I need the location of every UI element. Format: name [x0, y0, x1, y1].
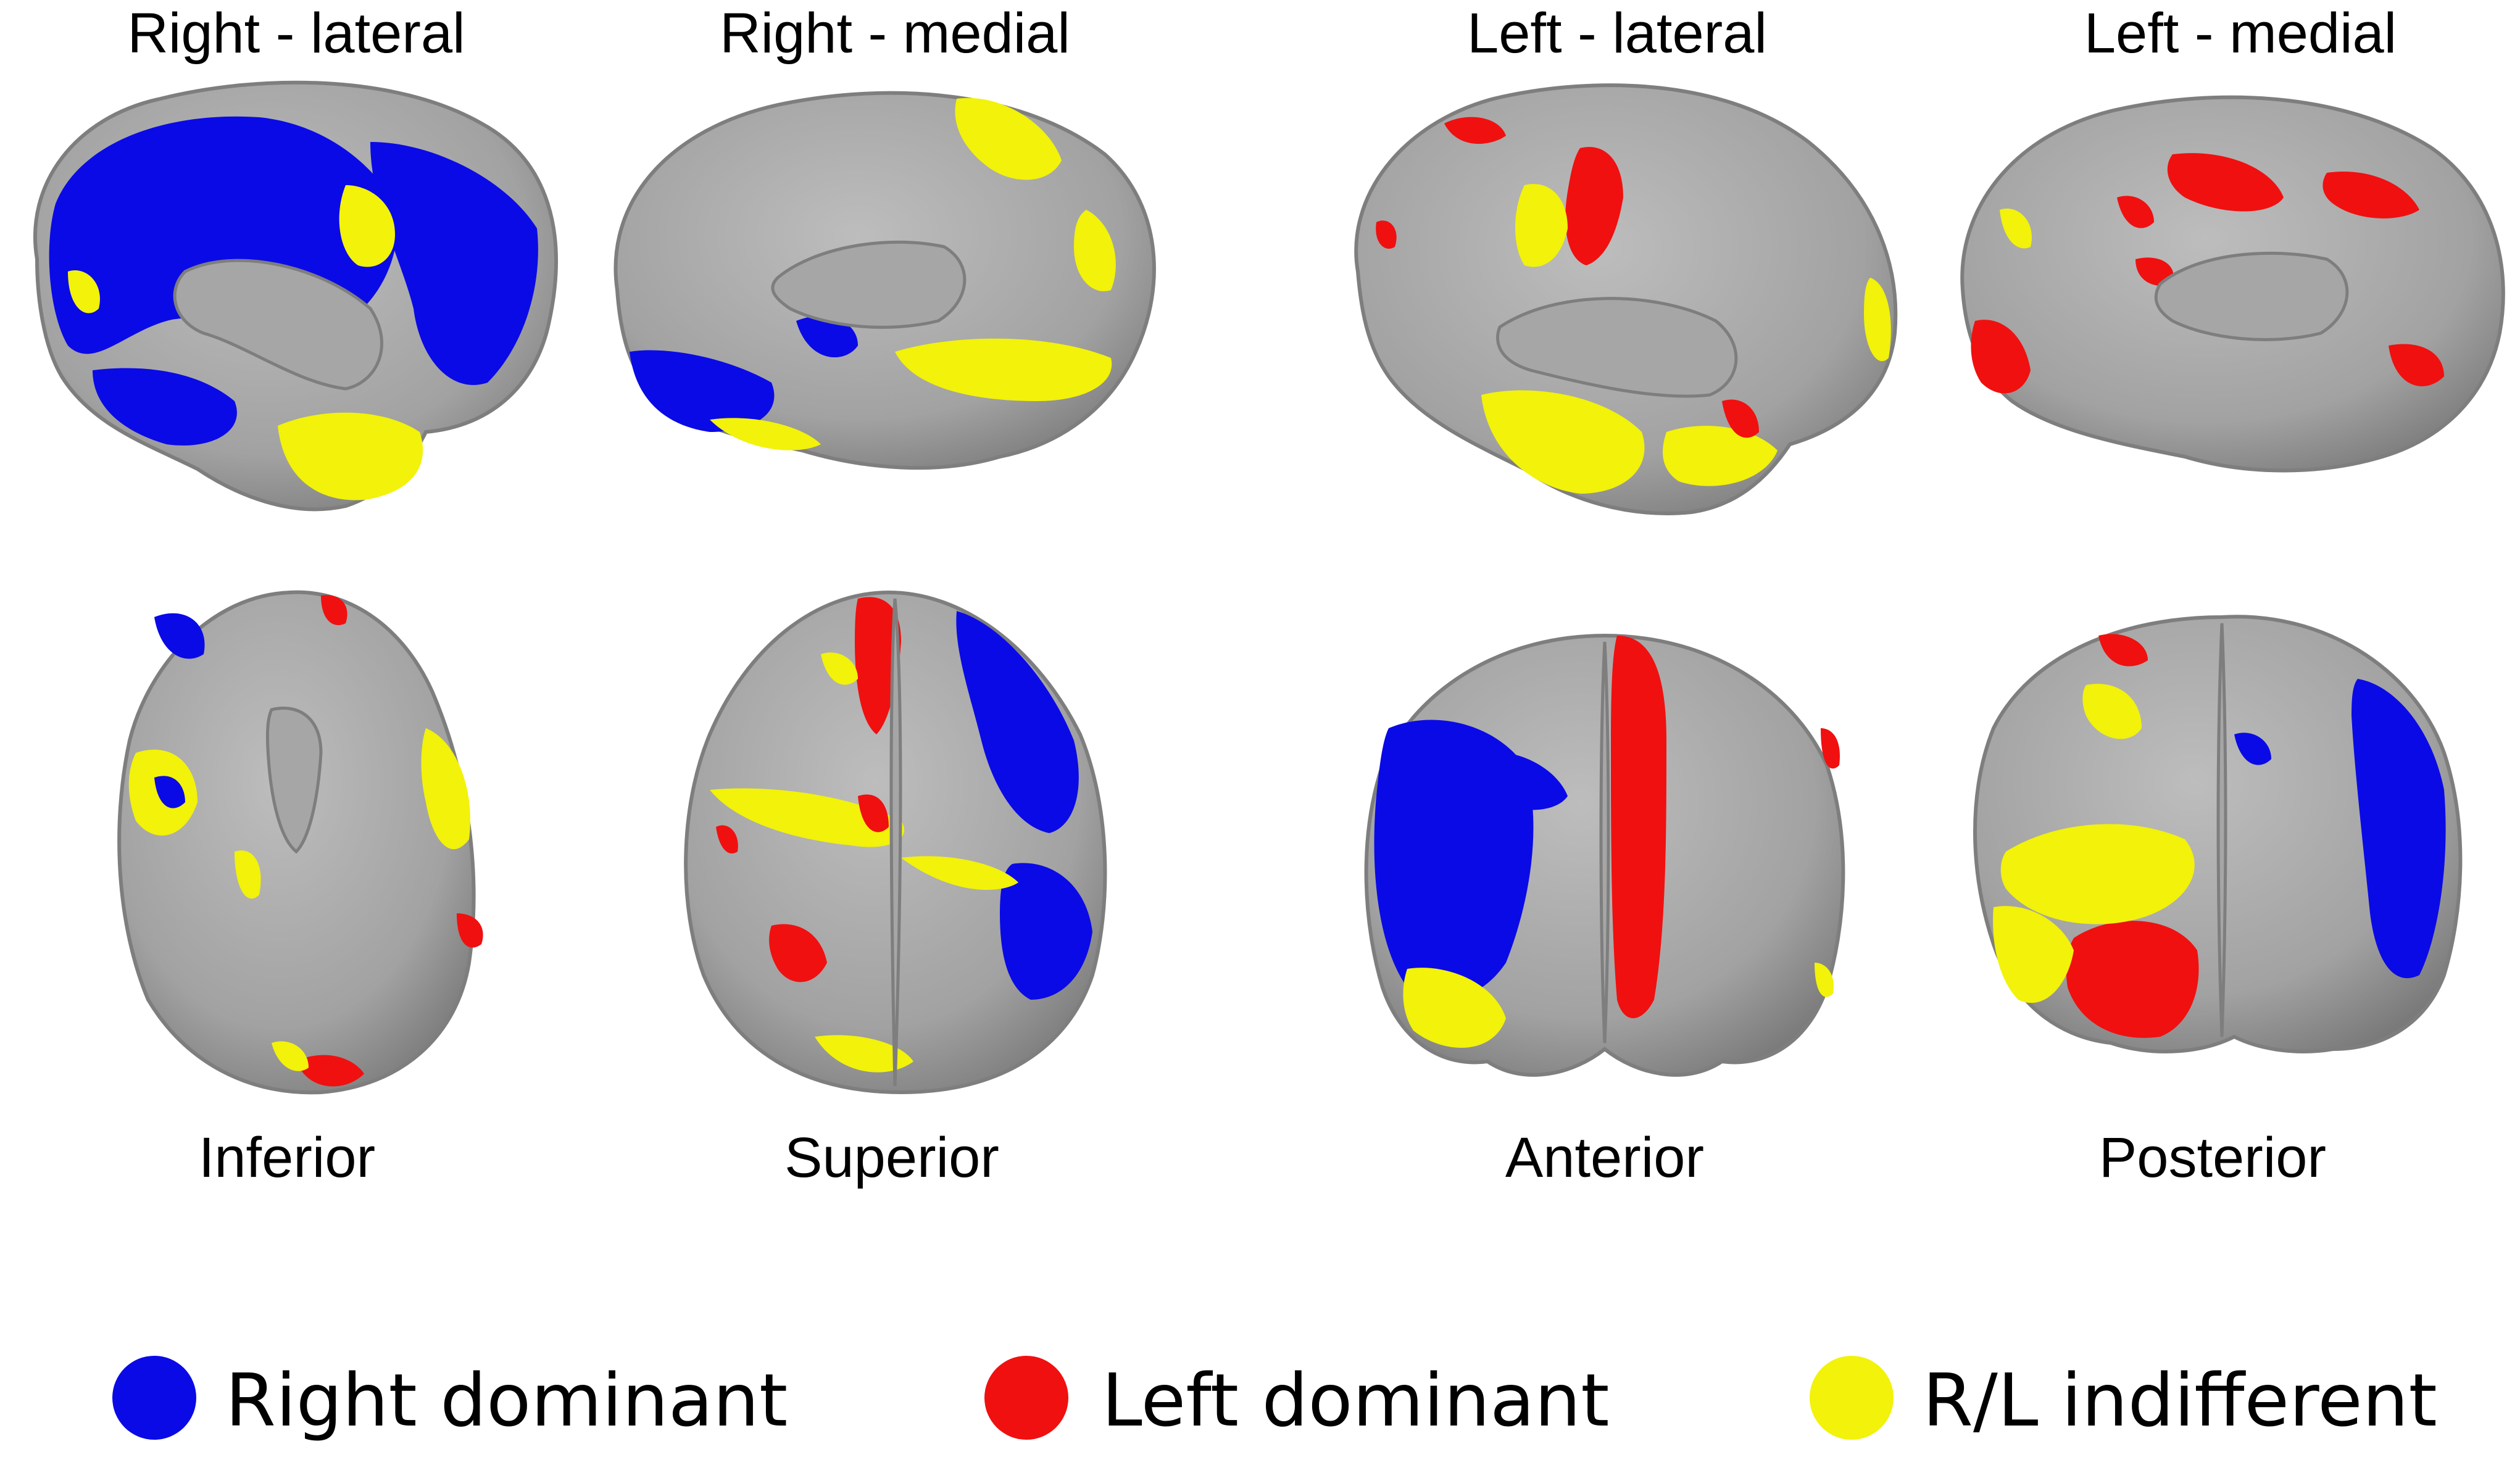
title-right-lateral: Right - lateral	[127, 2, 465, 65]
title-left-medial: Left - medial	[2084, 2, 2397, 65]
brain-anterior	[1364, 633, 1845, 1077]
legend-dot-right-dominant	[112, 1356, 196, 1440]
title-left-lateral: Left - lateral	[1467, 2, 1767, 65]
legend-label-left-dominant: Left dominant	[1102, 1358, 1610, 1443]
legend-dot-left-dominant	[984, 1356, 1068, 1440]
title-anterior: Anterior	[1505, 1126, 1705, 1189]
brain-left-medial	[1960, 95, 2505, 473]
title-inferior: Inferior	[198, 1126, 376, 1189]
legend-label-right-dominant: Right dominant	[225, 1358, 788, 1443]
brain-posterior	[1973, 615, 2463, 1053]
brain-right-medial	[613, 91, 1156, 470]
title-right-medial: Right - medial	[720, 2, 1070, 65]
legend-label-indifferent: R/L indifferent	[1923, 1358, 2437, 1443]
title-posterior: Posterior	[2098, 1126, 2327, 1189]
title-superior: Superior	[784, 1126, 999, 1189]
brain-inferior	[117, 590, 483, 1095]
legend-dot-indifferent	[1810, 1356, 1894, 1440]
brain-left-lateral	[1354, 83, 1898, 515]
brain-superior	[684, 590, 1107, 1095]
brain-right-lateral	[33, 80, 558, 512]
